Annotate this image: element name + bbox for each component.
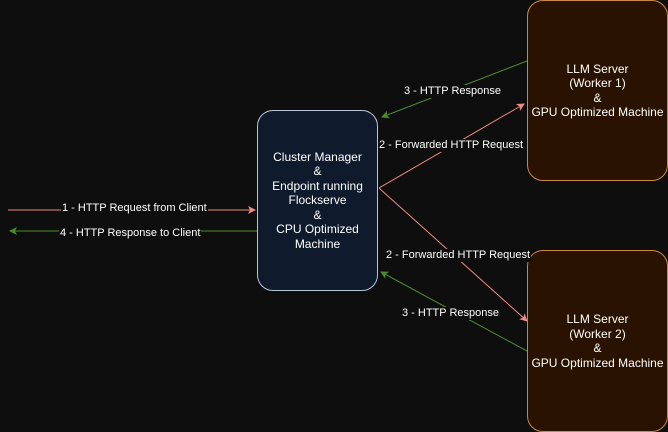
response-w2-label: 3 - HTTP Response [401, 307, 501, 320]
client-request-label: 1 - HTTP Request from Client [61, 202, 208, 215]
llm-worker-2-node[interactable]: LLM Server (Worker 2) & GPU Optimized Ma… [527, 250, 668, 432]
response-w1-label: 3 - HTTP Response [403, 85, 503, 98]
forward-w1-label: 2 - Forwarded HTTP Request [378, 139, 525, 152]
llm-worker-2-label: LLM Server (Worker 2) & GPU Optimized Ma… [531, 312, 664, 370]
forward-w2-label: 2 - Forwarded HTTP Request [385, 249, 532, 262]
cluster-manager-node[interactable]: Cluster Manager & Endpoint running Flock… [257, 110, 378, 291]
llm-worker-1-node[interactable]: LLM Server (Worker 1) & GPU Optimized Ma… [527, 0, 668, 181]
client-response-label: 4 - HTTP Response to Client [59, 227, 202, 240]
cluster-manager-label: Cluster Manager & Endpoint running Flock… [272, 149, 363, 251]
llm-worker-1-label: LLM Server (Worker 1) & GPU Optimized Ma… [531, 61, 664, 120]
